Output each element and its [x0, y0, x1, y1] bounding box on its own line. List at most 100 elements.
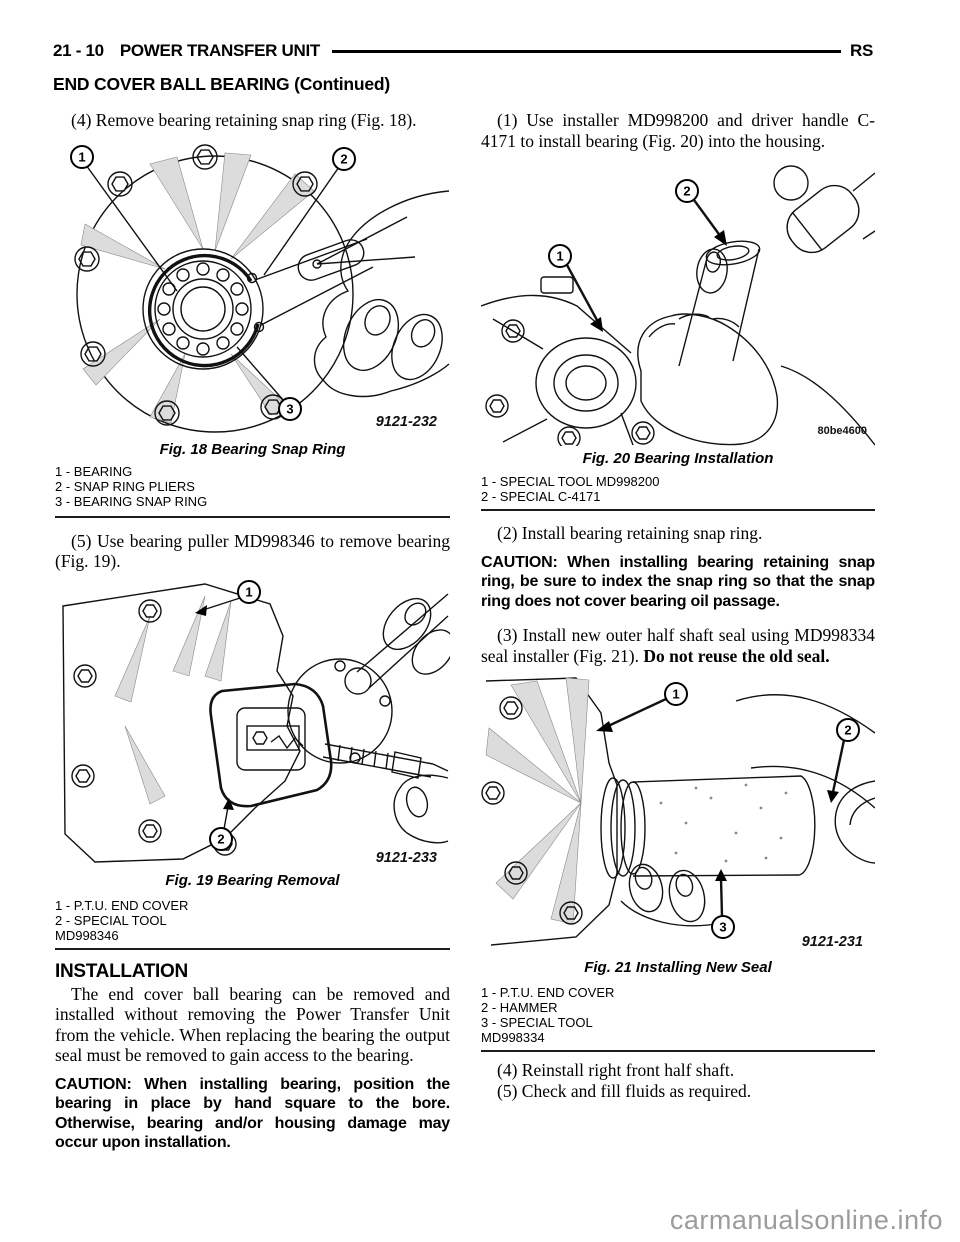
fig18-caption: Fig. 18 Bearing Snap Ring [159, 440, 346, 458]
fig18-illustration: 1 2 3 9121-232 [70, 143, 450, 433]
caution-installing-bearing: CAUTION: When installing bearing, positi… [55, 1075, 450, 1152]
column-divider-rule [55, 947, 450, 950]
bolt-icon [80, 340, 106, 367]
page-header: 21 - 10 POWER TRANSFER UNIT RS [53, 41, 873, 61]
column-divider-rule [481, 1050, 875, 1053]
bolt-icon [107, 170, 133, 197]
legend-item: 2 - SNAP RING PLIERS [55, 478, 195, 494]
svg-text:2: 2 [844, 723, 851, 738]
bolt-icon [192, 143, 218, 170]
bolt-icon [292, 170, 318, 197]
housing-sketch [74, 143, 354, 433]
wrench-sketch [344, 592, 450, 695]
hand-sketch [297, 189, 450, 397]
hand-sketch [393, 774, 449, 843]
fig20-legend: 1 - SPECIAL TOOL MD998200 2 - SPECIAL C-… [481, 474, 875, 504]
fig21-callout-2: 2 [827, 718, 860, 804]
caution-snap-ring-index: CAUTION: When installing bearing retaini… [481, 553, 875, 610]
column-divider-rule [481, 509, 875, 511]
step-5-check-fluids: (5) Check and fill fluids as required. [497, 1080, 752, 1101]
bolt-icon [138, 818, 162, 843]
left-column: (4) Remove bearing retaining snap ring (… [55, 106, 450, 1153]
chapter-title: POWER TRANSFER UNIT [119, 41, 321, 60]
step-4-remove-snap-ring: (4) Remove bearing retaining snap ring (… [71, 110, 417, 130]
bolt-icon [501, 319, 525, 343]
fig19-illustration: 1 2 9121-233 [62, 579, 450, 866]
header-rule [332, 49, 841, 53]
housing-sketch [481, 677, 646, 946]
step-3-warning-bold: Do not reuse the old seal. [643, 645, 830, 666]
fig21-illustration: 1 2 3 9121-231 [481, 677, 875, 950]
svg-text:2: 2 [683, 184, 690, 199]
bolt-icon [631, 421, 655, 445]
half-shaft-sketch [834, 780, 875, 864]
hand-sketch [620, 694, 875, 927]
watermark: carmanualsonline.info [669, 1205, 943, 1235]
step-3-install-seal: (3) Install new outer half shaft seal us… [481, 625, 875, 666]
svg-text:3: 3 [719, 920, 726, 935]
svg-text:2: 2 [217, 831, 224, 846]
svg-text:1: 1 [78, 149, 85, 164]
fig21-legend: 1 - P.T.U. END COVER 2 - HAMMER 3 - SPEC… [481, 985, 875, 1045]
column-divider-rule [55, 515, 450, 518]
bolt-icon [485, 394, 509, 418]
step-1-use-installer: (1) Use installer MD998200 and driver ha… [481, 110, 875, 151]
step-3-text: (3) Install new outer half shaft seal us… [481, 625, 875, 666]
page-number: 21 - 10 [53, 41, 104, 60]
fig19-code: 9121-233 [376, 850, 437, 866]
right-column: (1) Use installer MD998200 and driver ha… [481, 106, 875, 1101]
legend-item: 2 - SPECIAL TOOL [55, 912, 167, 928]
housing-sketch [481, 276, 655, 446]
fig18-callout-1: 1 [70, 144, 178, 291]
bolt-icon [481, 781, 505, 805]
fig19-caption: Fig. 19 Bearing Removal [165, 871, 340, 889]
fig20-illustration: 2 1 80be4600 [481, 165, 875, 446]
fig21-caption: Fig. 21 Installing New Seal [584, 959, 772, 977]
seal-installer-tube-sketch [632, 775, 816, 877]
bolt-icon [71, 763, 95, 788]
svg-text:3: 3 [286, 401, 293, 416]
legend-item: 1 - P.T.U. END COVER [481, 985, 615, 1001]
bolt-icon [154, 399, 180, 426]
svg-text:1: 1 [556, 249, 563, 264]
bearing-puller-sketch [209, 682, 333, 807]
legend-item: 1 - BEARING [55, 463, 133, 479]
fig21-code: 9121-231 [802, 934, 863, 950]
fig21-callout-1: 1 [596, 682, 688, 733]
section-title: END COVER BALL BEARING (Continued) [53, 74, 391, 94]
step-2-install-snap-ring: (2) Install bearing retaining snap ring. [497, 523, 763, 543]
legend-item: MD998334 [481, 1030, 545, 1046]
svg-text:2: 2 [340, 151, 347, 166]
fig18-callout-2: 2 [263, 146, 356, 275]
bolt-icon [559, 901, 583, 925]
bolt-icon [138, 598, 162, 623]
step-5-bearing-puller: (5) Use bearing puller MD998346 to remov… [55, 530, 450, 572]
bearing-sketch [142, 247, 264, 370]
installation-heading: INSTALLATION [55, 960, 188, 982]
fig19-callout-2: 2 [209, 797, 234, 851]
step-4-reinstall-half-shaft: (4) Reinstall right front half shaft. [497, 1060, 735, 1081]
fig20-callout-1: 1 [548, 244, 603, 332]
housing-sketch [62, 582, 393, 863]
legend-item: 2 - HAMMER [481, 1000, 558, 1016]
fig18-legend: 1 - BEARING 2 - SNAP RING PLIERS 3 - BEA… [55, 464, 450, 509]
legend-item: 2 - SPECIAL C-4171 [481, 489, 601, 504]
fig21-callout-3: 3 [711, 869, 735, 940]
driver-handle-sketch [773, 165, 875, 254]
fig20-code: 80be4600 [817, 425, 867, 437]
bolt-icon [504, 861, 528, 885]
threaded-rod-sketch [322, 742, 449, 779]
bolt-icon [499, 696, 523, 720]
installer-cylinder-sketch [678, 240, 761, 367]
fig18-code: 9121-232 [376, 414, 437, 430]
snap-ring-pliers-sketch [254, 215, 416, 326]
fig20-caption: Fig. 20 Bearing Installation [582, 450, 774, 467]
legend-item: 1 - SPECIAL TOOL MD998200 [481, 474, 660, 489]
svg-text:1: 1 [672, 687, 679, 702]
fig19-legend: 1 - P.T.U. END COVER 2 - SPECIAL TOOL MD… [55, 898, 450, 943]
bolt-icon [73, 663, 97, 688]
fig19-callout-1: 1 [195, 579, 261, 616]
fig18-callout-3: 3 [236, 346, 302, 421]
installation-paragraph: The end cover ball bearing can be remove… [55, 983, 450, 1066]
